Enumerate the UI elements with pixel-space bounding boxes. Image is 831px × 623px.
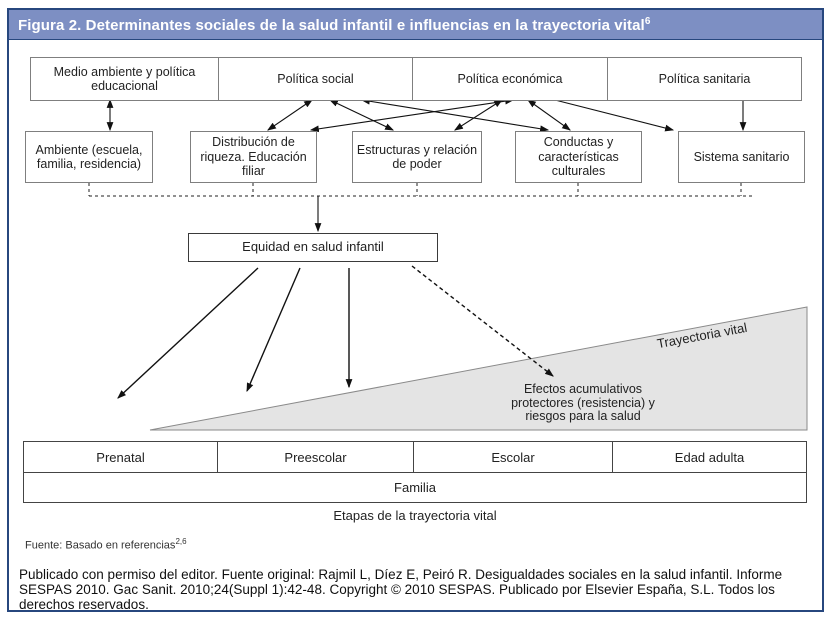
connector-arrow (527, 99, 571, 131)
box-politica-sanitaria: Política sanitaria (608, 58, 801, 100)
dashed-collector (88, 183, 755, 197)
box-label: Medio ambiente y política educacional (53, 64, 196, 94)
box-conductas-culturales: Conductas y características culturales (515, 131, 642, 183)
outcome-arrow (117, 267, 259, 399)
stage-label: Prenatal (96, 449, 145, 465)
family-row: Familia (24, 473, 806, 502)
source-note-text: Fuente: Basado en referencias (25, 539, 176, 552)
source-note: Fuente: Basado en referencias2,6 (25, 537, 187, 552)
policy-row: Medio ambiente y política educacional Po… (30, 57, 802, 101)
family-label: Familia (394, 480, 436, 495)
stages-row: Prenatal Preescolar Escolar Edad adulta (24, 442, 806, 473)
box-politica-economica: Política económica (413, 58, 608, 100)
cumulative-effects-note: Efectos acumulativos protectores (resist… (511, 382, 655, 423)
stage-label: Edad adulta (674, 449, 745, 465)
box-equidad-salud-infantil: Equidad en salud infantil (188, 233, 438, 262)
diagram-area: Medio ambiente y política educacional Po… (9, 40, 822, 612)
box-sistema-sanitario: Sistema sanitario (678, 131, 805, 183)
box-label: Política social (277, 71, 354, 86)
stage-label: Escolar (491, 449, 535, 465)
stage-cell-escolar: Escolar (414, 442, 613, 472)
figure-title-bar: Figura 2. Determinantes sociales de la s… (9, 10, 822, 40)
box-distribucion-riqueza: Distribución de riqueza. Educación filia… (190, 131, 317, 183)
box-label: Estructuras y relación de poder (356, 142, 478, 172)
box-medio-ambiente: Medio ambiente y política educacional (31, 58, 219, 100)
box-label: Sistema sanitario (693, 149, 790, 164)
figure-title-text: Figura 2. Determinantes sociales de la s… (18, 16, 645, 34)
box-estructuras-poder: Estructuras y relación de poder (352, 131, 482, 183)
stage-cell-preescolar: Preescolar (218, 442, 414, 472)
figure-card: Figura 2. Determinantes sociales de la s… (7, 8, 824, 612)
trajectory-triangle (149, 306, 808, 431)
box-label: Distribución de riqueza. Educación filia… (200, 135, 307, 179)
figure-title-superscript: 6 (644, 15, 651, 27)
stage-cell-prenatal: Prenatal (24, 442, 218, 472)
stage-cell-edad-adulta: Edad adulta (613, 442, 806, 472)
source-note-superscript: 2,6 (175, 537, 187, 546)
outcome-arrow-dashed (411, 265, 554, 377)
outcome-arrow (246, 267, 301, 393)
equity-outcome-arrows (117, 265, 554, 399)
box-label: Política sanitaria (658, 71, 751, 86)
connector-arrow (267, 99, 313, 131)
diagram-connectors (88, 97, 808, 431)
box-label: Ambiente (escuela, familia, residencia) (35, 142, 143, 172)
box-label: Conductas y características culturales (538, 135, 619, 179)
connector-arrow (554, 99, 675, 132)
connector-arrow (454, 99, 503, 131)
box-politica-social: Política social (219, 58, 413, 100)
connector-arrow (360, 97, 550, 133)
policy-arrow-network (106, 97, 747, 133)
copyright-footer: Publicado con permiso del editor. Fuente… (19, 567, 783, 612)
life-stages-table: Prenatal Preescolar Escolar Edad adulta … (23, 441, 807, 503)
box-ambiente: Ambiente (escuela, familia, residencia) (25, 131, 153, 183)
stages-caption: Etapas de la trayectoria vital (333, 508, 497, 523)
box-label: Política económica (457, 71, 563, 86)
figure-title: Figura 2. Determinantes sociales de la s… (18, 16, 651, 34)
stage-label: Preescolar (284, 449, 347, 465)
box-label: Equidad en salud infantil (242, 239, 384, 255)
connector-arrow (309, 97, 515, 133)
